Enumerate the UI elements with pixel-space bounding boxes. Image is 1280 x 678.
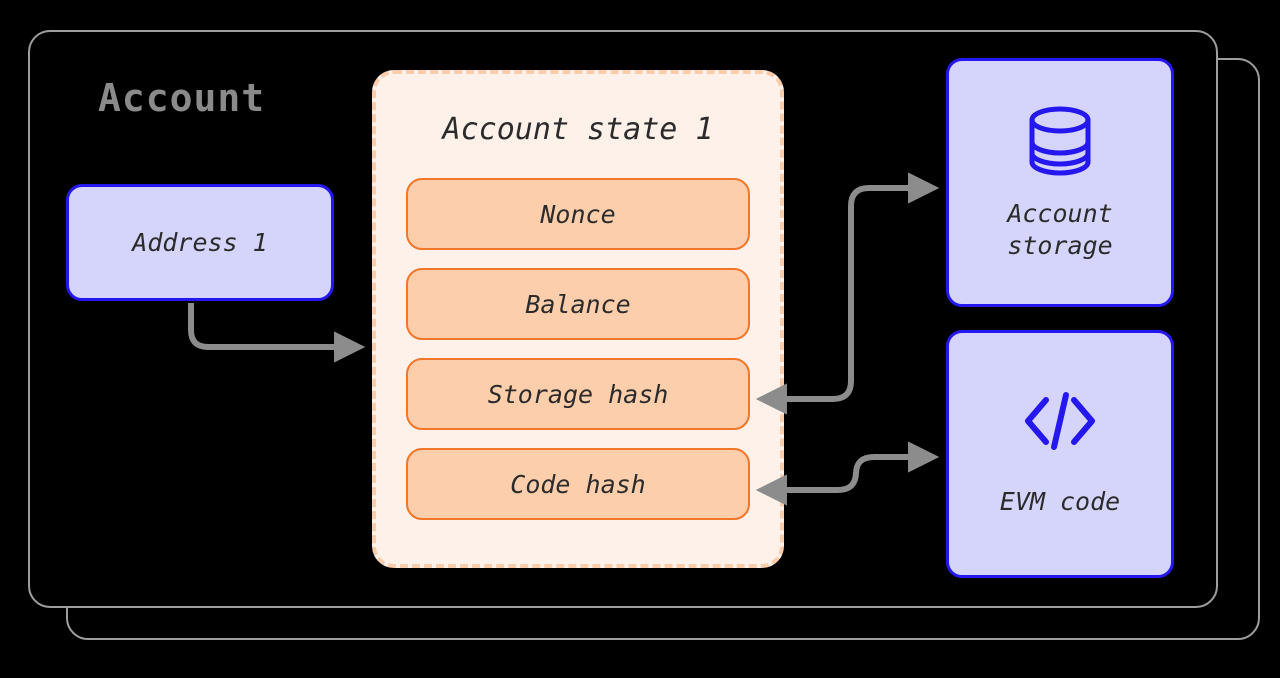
- account-state-panel: Account state 1 Nonce Balance Storage ha…: [372, 70, 784, 568]
- evm-code-label: EVM code: [999, 487, 1121, 516]
- account-storage-label-line2: storage: [1007, 230, 1113, 260]
- database-icon: [1027, 104, 1093, 178]
- code-hash-label: Code hash: [510, 469, 646, 499]
- nonce-label: Nonce: [540, 199, 616, 229]
- balance-pill[interactable]: Balance: [406, 268, 750, 340]
- storage-hash-label: Storage hash: [487, 379, 669, 409]
- address-label: Address 1: [132, 227, 268, 257]
- balance-label: Balance: [525, 289, 631, 319]
- code-brackets-icon: [1020, 390, 1100, 452]
- account-state-field-list: Nonce Balance Storage hash Code hash: [406, 178, 750, 520]
- account-state-title: Account state 1: [442, 112, 714, 147]
- code-hash-pill[interactable]: Code hash: [406, 448, 750, 520]
- page-title: Account: [98, 76, 266, 120]
- storage-hash-pill[interactable]: Storage hash: [406, 358, 750, 430]
- nonce-pill[interactable]: Nonce: [406, 178, 750, 250]
- address-box[interactable]: Address 1: [66, 184, 334, 301]
- account-storage-box[interactable]: Account storage: [946, 58, 1174, 307]
- evm-code-box[interactable]: EVM code: [946, 330, 1174, 578]
- account-storage-label-line1: Account: [1007, 198, 1113, 228]
